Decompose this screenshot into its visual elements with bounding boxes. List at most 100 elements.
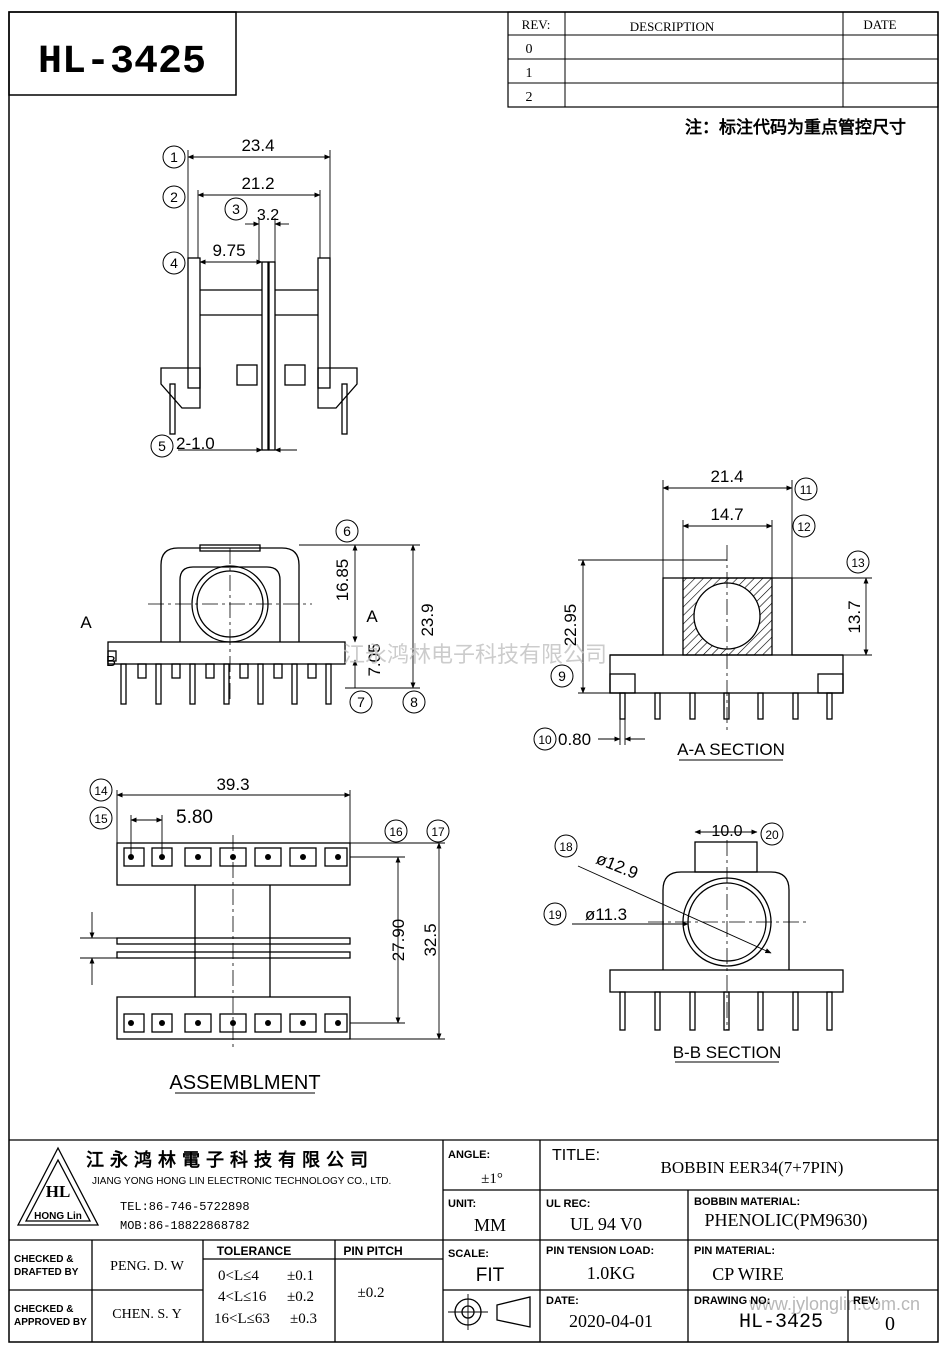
note-text: 注：标注代码为重点管控尺寸 [685, 117, 906, 137]
balloon-number-20: 20 [765, 828, 779, 842]
balloon-number-15: 15 [94, 812, 108, 826]
balloon-circle-11 [794, 477, 818, 501]
title-block [9, 1139, 938, 1342]
balloon-number-17: 17 [431, 825, 445, 839]
pin-material-value: CP WIRE [712, 1264, 784, 1284]
watermark-url: www.jylonglin.com.cn [748, 1294, 920, 1314]
balloon-number-12: 12 [797, 520, 811, 534]
balloon-circle-16 [384, 819, 408, 843]
date-column-header: DATE [863, 17, 896, 32]
top-view [160, 150, 358, 453]
balloon-circle-4 [162, 251, 186, 275]
dim-6-value: 16.85 [333, 559, 352, 602]
balloon-circle-15 [89, 806, 113, 830]
dim-16-value: 27.90 [389, 919, 408, 962]
balloon-circle-3 [224, 197, 248, 221]
balloon-circle-13 [846, 550, 870, 574]
part-number: HL-3425 [38, 40, 206, 85]
tolerance-value-2: ±0.2 [287, 1289, 314, 1305]
rev-label: REV: [853, 1295, 879, 1307]
date-label: DATE: [546, 1295, 579, 1307]
section-aa-title: A-A SECTION [677, 740, 785, 759]
balloon-number-4: 4 [170, 255, 178, 271]
angle-label: ANGLE: [448, 1149, 490, 1161]
dim-15-value: 5.80 [176, 807, 213, 828]
dim-8-value: 23.9 [418, 603, 437, 636]
dim-17-value: 32.5 [421, 923, 440, 956]
tolerance-value-1: ±0.1 [287, 1268, 314, 1284]
drawing-no-value: HL-3425 [739, 1311, 823, 1334]
rev-column-header: REV: [522, 17, 551, 32]
pin-material-label: PIN MATERIAL: [694, 1245, 775, 1257]
section-b-marker: B [106, 653, 116, 670]
dim-9-value: 22.95 [561, 604, 580, 647]
section-bb-title: B-B SECTION [673, 1043, 782, 1062]
checked-drafted-label-2: DRAFTED BY [14, 1267, 79, 1278]
tolerance-range-1: 0<L≤4 [218, 1268, 259, 1284]
assembly-title: ASSEMBLMENT [169, 1072, 320, 1094]
dim-13-value: 13.7 [845, 600, 864, 633]
balloon-circle-17 [426, 819, 450, 843]
company-mob: MOB:86-18822868782 [120, 1219, 250, 1233]
dim-18-value: ø12.9 [593, 849, 640, 883]
description-column-header: DESCRIPTION [630, 19, 715, 34]
dim-12-value: 14.7 [710, 505, 743, 524]
dim-11-value: 21.4 [710, 467, 743, 486]
balloon-circle-14 [89, 778, 113, 802]
balloon-number-16: 16 [389, 825, 403, 839]
pin-tension-value: 1.0KG [587, 1263, 636, 1283]
rev-row-2: 2 [526, 90, 533, 105]
dim-3-value: 3.2 [257, 207, 279, 224]
dim-10-value: 0.80 [558, 730, 591, 749]
assembly-labels: 39.3 5.80 27.90 32.5 ASSEMBLMENT [169, 775, 440, 1094]
balloon-circle-8 [402, 690, 426, 714]
balloon-number-2: 2 [170, 189, 178, 205]
title-value: BOBBIN EER34(7+7PIN) [661, 1158, 844, 1177]
dim-20-value: 10.0 [711, 823, 742, 840]
balloon-number-5: 5 [158, 438, 166, 454]
angle-value: ±1° [481, 1171, 503, 1187]
company-name-cn: 江永鸿林電子科技有限公司 [86, 1149, 374, 1170]
date-value: 2020-04-01 [569, 1311, 653, 1331]
checked-drafted-label-1: CHECKED & [14, 1254, 73, 1265]
balloon-number-9: 9 [558, 668, 566, 684]
ul-rec-label: UL REC: [546, 1198, 590, 1210]
checked-approved-label-2: APPROVED BY [14, 1317, 87, 1328]
tolerance-range-2: 4<L≤16 [218, 1289, 267, 1305]
balloon-number-10: 10 [538, 733, 552, 747]
sheet-border [8, 11, 939, 1343]
watermark-cn: 江永鸿林电子科技有限公司 [343, 642, 607, 667]
front-view-labels: 16.85 7.05 23.9 A A B [80, 559, 437, 677]
bobbin-material-label: BOBBIN MATERIAL: [694, 1196, 800, 1208]
pin-tension-label: PIN TENSION LOAD: [546, 1245, 654, 1257]
balloon-number-13: 13 [851, 556, 865, 570]
tolerance-range-3: 16<L≤63 [214, 1311, 270, 1327]
balloon-circle-7 [349, 690, 373, 714]
rev-value: 0 [885, 1313, 895, 1335]
balloon-number-7: 7 [357, 694, 365, 710]
balloon-circle-19 [543, 902, 567, 926]
section-aa-labels: 21.4 14.7 22.95 13.7 0.80 A-A SECTION [558, 467, 864, 761]
logo-brand: HONG Lin [34, 1211, 82, 1222]
tolerance-value-3: ±0.3 [290, 1311, 317, 1327]
dim-5-value: 2-1.0 [176, 434, 215, 453]
dim-1-value: 23.4 [241, 136, 274, 155]
pin-pitch-header: PIN PITCH [343, 1244, 402, 1258]
checked-approved-label-1: CHECKED & [14, 1304, 73, 1315]
balloon-circle-2 [162, 185, 186, 209]
title-block-text: HL HONG Lin 江永鸿林電子科技有限公司 JIANG YONG HONG… [14, 1147, 895, 1335]
balloon-number-1: 1 [170, 149, 178, 165]
balloon-circle-18 [554, 834, 578, 858]
approved-by: CHEN. S. Y [112, 1307, 182, 1322]
pin-pitch-value: ±0.2 [358, 1285, 385, 1301]
unit-value: MM [474, 1215, 506, 1235]
dim-7-value: 7.05 [365, 643, 384, 676]
scale-label: SCALE: [448, 1248, 489, 1260]
balloon-number-14: 14 [94, 784, 108, 798]
ul-rec-value: UL 94 V0 [570, 1214, 642, 1234]
balloon-number-8: 8 [410, 694, 418, 710]
section-aa-view [578, 480, 872, 745]
balloon-number-6: 6 [343, 523, 351, 539]
